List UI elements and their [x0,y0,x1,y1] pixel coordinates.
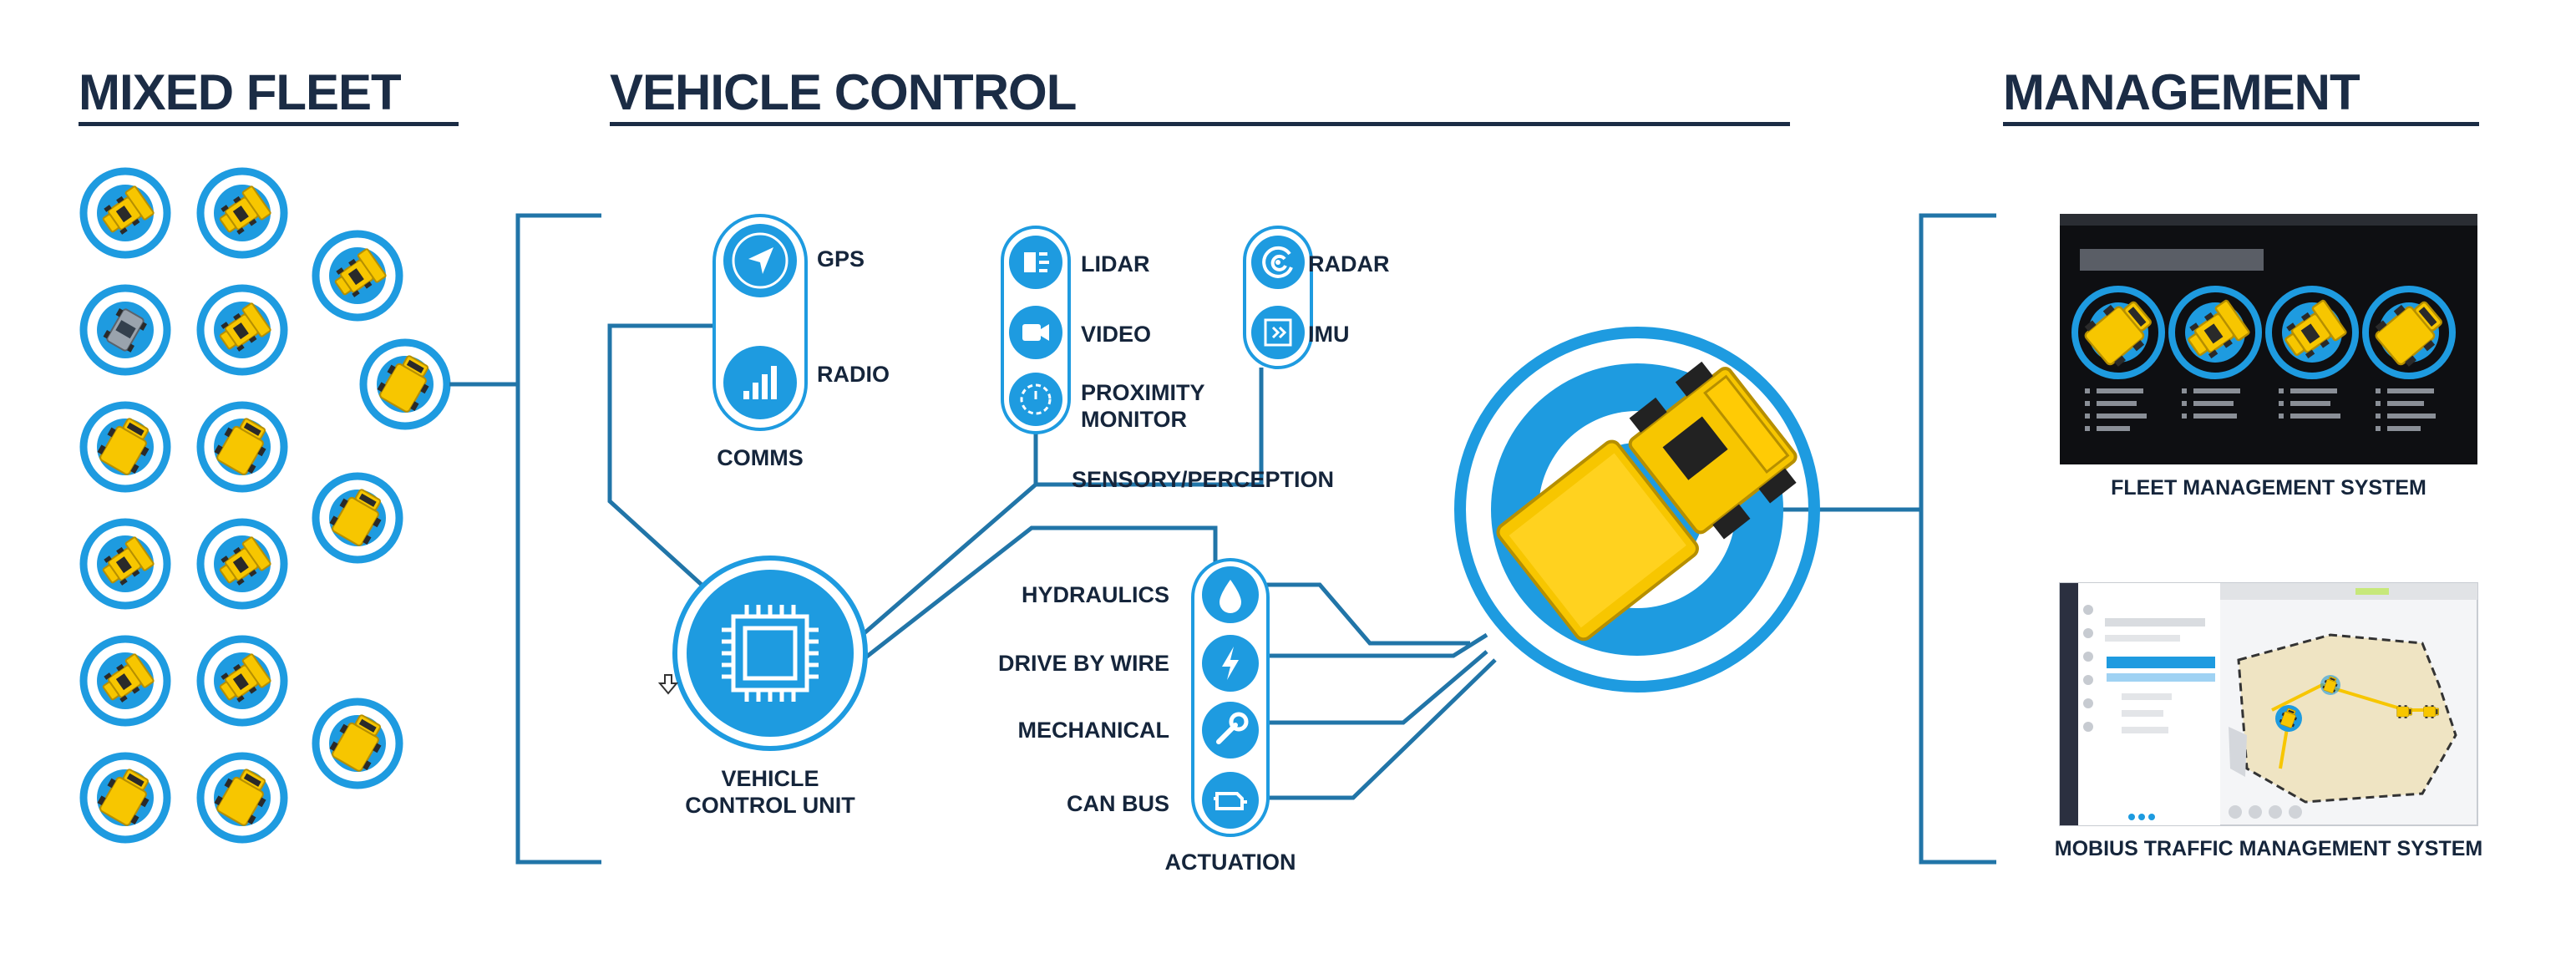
proximity-monitor-label: PROXIMITY MONITOR [1081,380,1205,432]
vehicle-control-unit [657,556,868,751]
mixed-fleet-header-underline [79,122,459,126]
mixed-fleet-vehicles [84,171,447,840]
fleet-vehicle-icon [200,522,284,606]
comms-group [712,214,808,431]
proximity-gauge-icon [1009,373,1062,426]
signal-bars-icon [723,346,797,419]
actuation-title: ACTUATION [1164,850,1296,875]
drive-by-wire-label: DRIVE BY WIRE [997,651,1169,676]
actuation-pill [1191,558,1270,837]
wrench-icon [1202,702,1259,759]
fleet-vehicle-icon [200,171,284,255]
fleet-vehicle-icon [84,288,167,372]
video-camera-icon [1009,306,1062,359]
vehicle-control-header: VEHICLE CONTROL [610,64,1077,120]
navigation-arrow-icon [723,224,797,297]
traffic-management-screen [2059,582,2478,826]
lightning-bolt-icon [1202,635,1259,692]
comms-title: COMMS [717,445,804,470]
droplet-icon [1202,566,1259,623]
sensory-title: SENSORY/PERCEPTION [1071,467,1335,492]
fleet-vehicle-icon [316,234,399,317]
gps-label: GPS [817,246,865,271]
fleet-vehicle-icon [84,639,167,723]
fleet-vehicle-icon [363,342,447,426]
fleet-vehicle-icon [84,756,167,840]
vcu-title-line2: CONTROL UNIT [685,793,855,818]
fleet-vehicle-icon [200,288,284,372]
mechanical-label: MECHANICAL [1017,718,1170,743]
actuation-group [1191,558,1270,837]
imu-chip-icon [1251,306,1305,359]
fleet-vehicle-icon [316,702,399,785]
mixed-fleet-header: MIXED FLEET [79,64,402,120]
haul-truck-icon [1496,361,1798,642]
cursor-icon [657,674,679,695]
traffic-management-title: MOBIUS TRAFFIC MANAGEMENT SYSTEM [2054,837,2483,860]
radar-icon [1251,236,1305,289]
lidar-icon [1009,236,1062,289]
radio-label: RADIO [817,362,890,387]
management-header-underline [2003,122,2479,126]
fleet-vehicle-icon [200,639,284,723]
processor-chip-icon [722,605,819,702]
vcu-title-line1: VEHICLE [721,766,819,791]
management-header: MANAGEMENT [2003,64,2360,120]
fleet-vehicle-icon [200,756,284,840]
video-label: VIDEO [1081,322,1152,347]
imu-label: IMU [1308,322,1350,347]
fleet-vehicle-icon [84,171,167,255]
can-bus-label: CAN BUS [1066,791,1169,816]
fleet-vehicle-icon [200,405,284,489]
lidar-label: LIDAR [1081,251,1150,277]
fleet-management-screen [2060,214,2477,464]
vehicle-control-header-underline [610,122,1790,126]
hydraulics-label: HYDRAULICS [1021,582,1169,607]
radar-label: RADAR [1308,251,1390,277]
sensory-group [1001,226,1313,434]
engine-icon [1202,772,1259,829]
connector-lines [449,213,1996,865]
fleet-vehicle-icon [84,405,167,489]
fleet-management-title: FLEET MANAGEMENT SYSTEM [2111,476,2426,500]
fleet-vehicle-icon [316,476,399,560]
fleet-vehicle-icon [84,522,167,606]
central-vehicle [1454,327,1820,693]
